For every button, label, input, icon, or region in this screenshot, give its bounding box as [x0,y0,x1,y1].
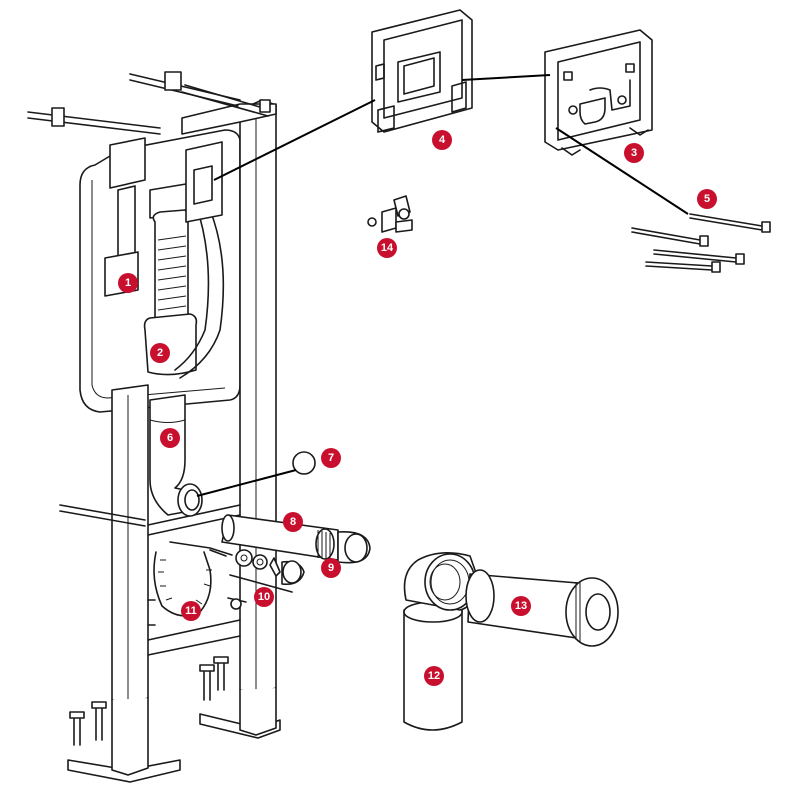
badge-3: 3 [624,143,644,163]
mounting-plate [544,29,653,156]
badge-2: 2 [150,343,170,363]
badge-5: 5 [697,189,717,209]
badge-5-label: 5 [704,193,710,205]
badge-7: 7 [321,448,341,468]
badge-10-circle [254,587,274,607]
badge-9-label: 9 [328,562,334,574]
washers-and-cap [209,549,305,610]
badge-9: 9 [321,558,341,578]
badge-10: 10 [254,587,274,607]
badge-8-circle [283,512,303,532]
badge-2-circle [150,343,170,363]
badge-13: 13 [511,596,531,616]
badge-13-label: 13 [515,600,527,612]
badge-11-label: 11 [185,605,197,617]
badge-11-circle [181,601,201,621]
badge-1: 1 [118,273,138,293]
badge-8-label: 8 [290,516,296,528]
badge-14-label: 14 [381,242,394,254]
badge-14-circle [377,238,397,258]
o-ring [292,451,316,475]
badge-1-circle [118,273,138,293]
flush-pipe [149,394,203,517]
badge-2-label: 2 [157,347,163,359]
badge-8: 8 [283,512,303,532]
badge-7-circle [321,448,341,468]
badge-4: 4 [432,130,452,150]
badge-1-label: 1 [125,277,131,289]
flush-plate-frame [371,9,473,133]
badge-9-circle [321,558,341,578]
part-badges: 1 2 3 4 5 6 7 8 [118,130,717,686]
badge-7-label: 7 [328,452,334,464]
elbow-outlet-pipe [403,552,619,731]
badge-6-circle [160,428,180,448]
badge-12-circle [424,666,444,686]
leader-3 [461,74,551,81]
connector-pipe [221,514,371,564]
mounting-bolts [631,213,771,273]
badge-11: 11 [181,601,201,621]
frame-left-tube [111,384,149,706]
badge-6-label: 6 [167,432,173,444]
angle-valve [367,195,413,233]
badge-4-circle [432,130,452,150]
leader-5 [555,127,689,215]
badge-3-circle [624,143,644,163]
leader-lines [196,74,689,497]
foot-bolt-group [69,656,229,746]
badge-3-label: 3 [631,147,637,159]
leader-7 [196,469,297,497]
badge-13-circle [511,596,531,616]
badge-5-circle [697,189,717,209]
badge-10-label: 10 [258,591,270,603]
badge-4-label: 4 [439,134,446,146]
leader-4 [213,99,376,181]
wall-anchor-rods [27,71,271,135]
badge-6: 6 [160,428,180,448]
badge-12-label: 12 [428,670,440,682]
badge-14: 14 [377,238,397,258]
badge-12: 12 [424,666,444,686]
